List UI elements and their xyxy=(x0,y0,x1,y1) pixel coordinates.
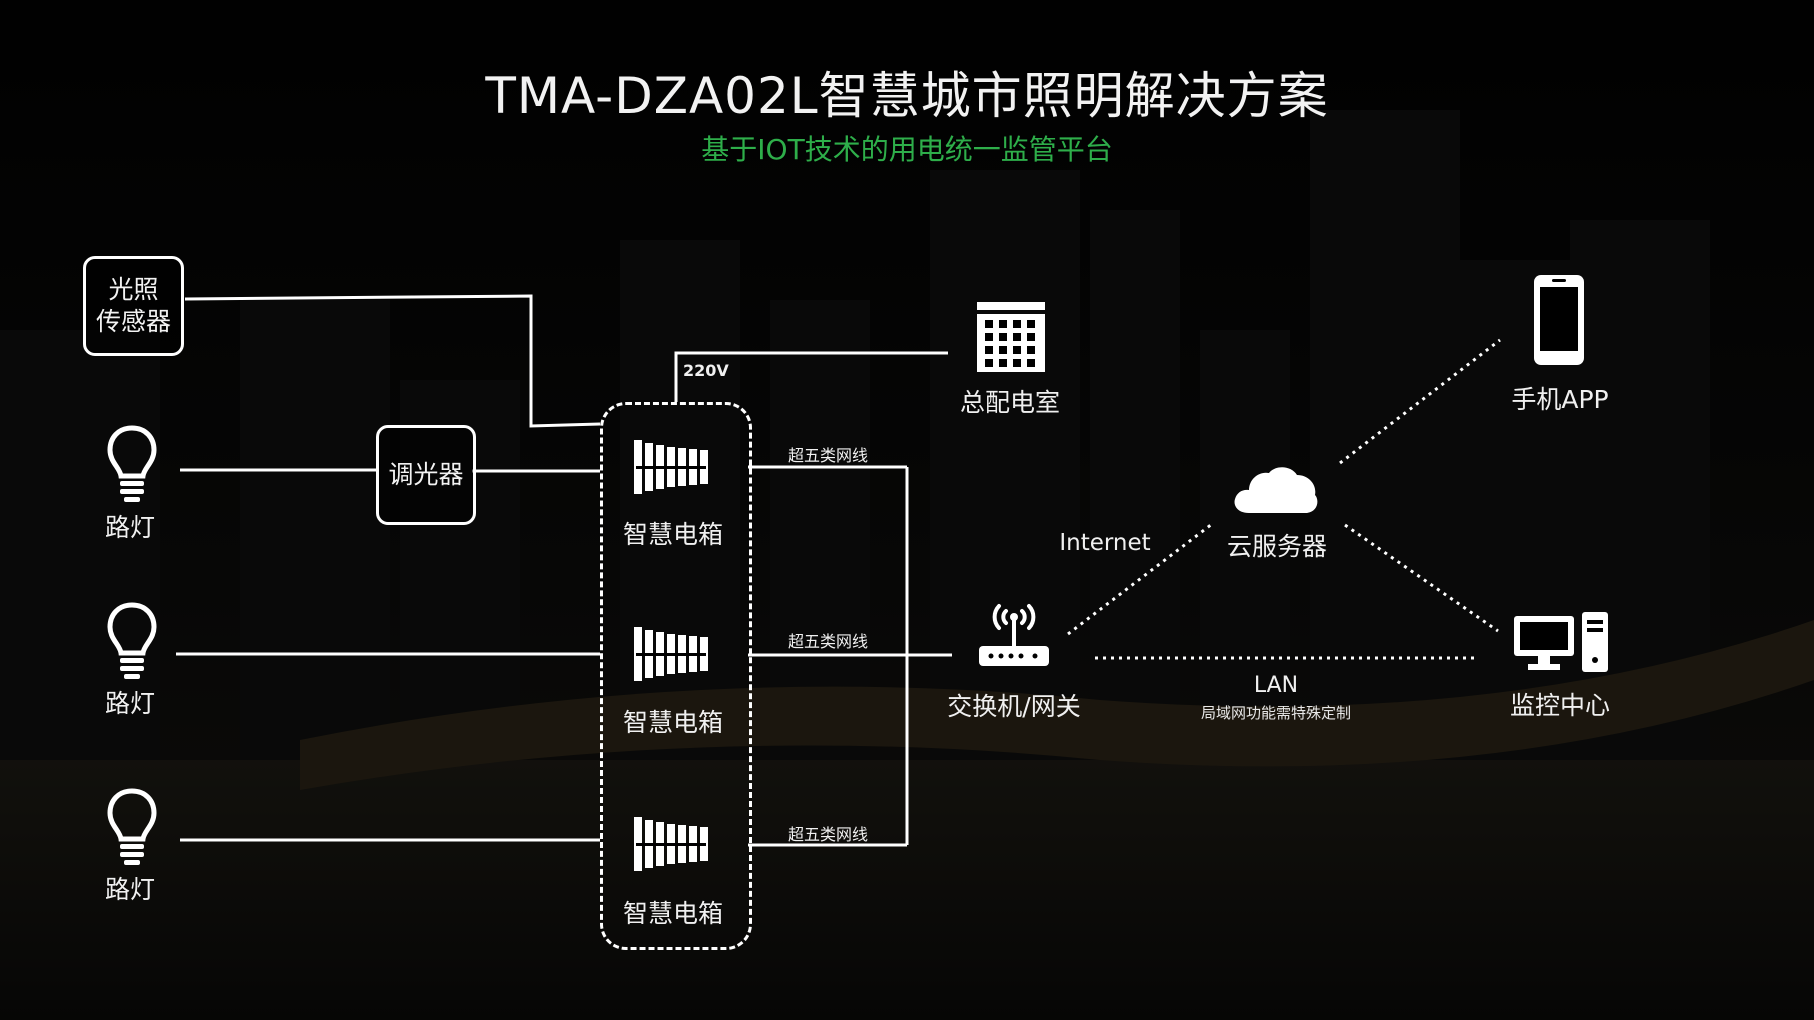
smart-box-label: 智慧电箱 xyxy=(622,708,723,737)
switch-gateway-label: 交换机/网关 xyxy=(947,692,1081,721)
lightbulb-icon xyxy=(107,602,157,679)
distribution-box-icon xyxy=(634,817,708,871)
smart-box-label: 智慧电箱 xyxy=(622,520,723,549)
cloud-server-label: 云服务器 xyxy=(1226,532,1327,561)
page-title: TMA-DZA02L智慧城市照明解决方案 xyxy=(485,67,1329,125)
cable-label: 超五类网线 xyxy=(788,446,869,465)
street-light-label: 路灯 xyxy=(104,689,155,718)
internet-label: Internet xyxy=(1059,530,1151,556)
mobile-app-label: 手机APP xyxy=(1511,385,1609,414)
lightbulb-icon xyxy=(107,425,157,502)
router-icon xyxy=(979,604,1049,666)
lan-label: LAN xyxy=(1253,673,1299,698)
building-grid-icon xyxy=(977,302,1045,372)
distribution-room-label: 总配电室 xyxy=(959,388,1060,417)
distribution-box-icon xyxy=(634,627,708,681)
cable-label: 超五类网线 xyxy=(788,632,869,651)
distribution-box-icon xyxy=(634,440,708,494)
smart-box-group xyxy=(600,402,752,950)
light-sensor-node: 光照 传感器 xyxy=(83,256,184,356)
street-light-label: 路灯 xyxy=(104,513,155,542)
cable-label: 超五类网线 xyxy=(788,825,869,844)
desktop-computer-icon xyxy=(1514,612,1608,672)
monitor-center-label: 监控中心 xyxy=(1509,691,1610,720)
cloud-icon xyxy=(1234,467,1318,513)
lightbulb-icon xyxy=(107,788,157,865)
smart-box-label: 智慧电箱 xyxy=(622,899,723,928)
smartphone-icon xyxy=(1534,275,1584,365)
street-light-label: 路灯 xyxy=(104,875,155,904)
voltage-label: 220V xyxy=(683,361,729,380)
dimmer-node: 调光器 xyxy=(376,425,476,525)
page-subtitle: 基于IOT技术的用电统一监管平台 xyxy=(701,133,1113,166)
lan-note-label: 局域网功能需特殊定制 xyxy=(1200,704,1351,722)
